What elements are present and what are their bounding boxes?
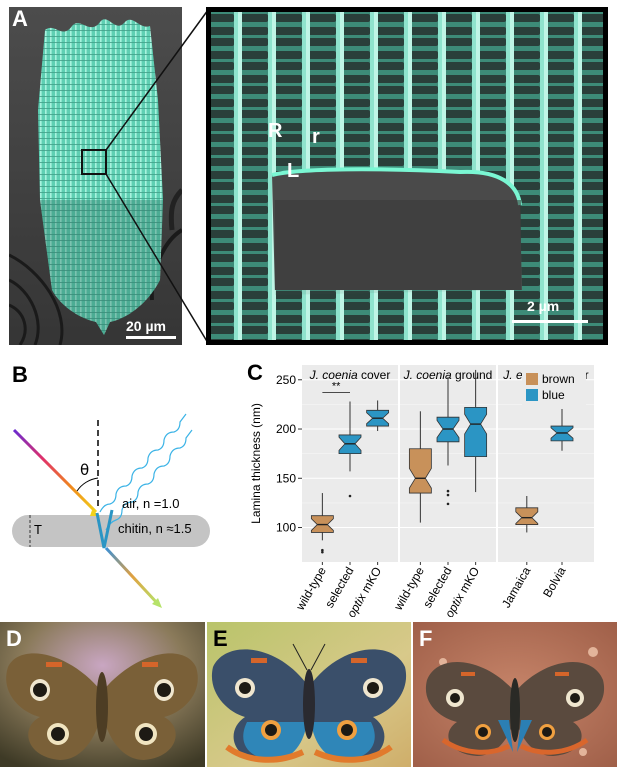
photo-buckeye-wildtype [0,622,205,767]
label-ridge-R: R [268,120,283,142]
transmitted-ray [104,546,160,606]
outlier-point [321,550,324,554]
thickness-label: T [34,522,42,537]
panel-letter-f: F [419,626,433,651]
panel-a: A 20 µm 2 µm R r L [0,0,617,350]
box-blue [464,406,488,458]
y-tick-label: 100 [276,521,296,535]
air-label: air, n =1.0 [122,496,180,511]
y-tick-label: 250 [276,373,296,387]
sem-whole-scale-image [9,7,182,345]
significance-label: ** [332,381,341,393]
zoom-line-top [105,9,209,151]
chitin-layer [12,515,210,547]
sem-zoom-image [206,7,608,345]
box-plot-chart: Lamina thickness (nm) 100 150 200 250 J. coen… [249,365,594,617]
wing-scale-shape [38,19,163,336]
outlier-point [321,548,324,552]
panel-e: E [207,622,411,767]
reflected-wave-2 [105,429,193,531]
outlier-point [446,493,450,497]
y-tick-label: 150 [276,471,296,485]
y-tick-label: 200 [276,422,296,436]
panel-b: B θ air, n =1.0 chitin, n ≈1.5 T [0,360,210,610]
zoom-region-box [81,149,107,175]
box-brown [515,507,539,525]
panel-letter-b: B [12,362,28,387]
x-tick-label: Bolvia [540,564,569,600]
panel-a-figure [9,7,608,345]
photo-buckeye-selected [207,622,411,767]
box-brown [408,448,432,494]
zoom-line-bottom [105,173,209,344]
scalebar-right-label: 2 µm [527,298,560,314]
panel-d: D [0,622,205,767]
panel-letter-e: E [213,626,228,651]
outlier-point [446,502,450,506]
scalebar-right [512,320,588,323]
legend-label-brown: brown [542,372,575,386]
scalebar-left [126,336,176,339]
angle-arc [76,477,99,492]
reflected-wave-1 [99,413,187,513]
photo-buckeye-evarete [413,622,617,767]
panel-b-diagram [12,413,210,608]
panel-letter-a: A [12,6,28,31]
y-axis-label: Lamina thickness (nm) [249,403,263,524]
refracted-path [95,509,114,549]
label-lamina-L: L [287,160,300,182]
legend-label-blue: blue [542,388,565,402]
theta-symbol: θ [80,461,90,479]
x-tick-label: Jamaica [499,564,534,610]
panel-letter-d: D [6,626,22,651]
x-tick-label: wild-type [391,564,427,613]
label-crossrib-r: r [312,126,320,148]
legend-swatch-brown [526,373,538,385]
panel-f: F [413,622,617,767]
legend-swatch-blue [526,389,538,401]
outlier-point [348,494,352,498]
x-tick-label: wild-type [293,564,329,613]
panel-letter-c: C [247,360,263,385]
facet-title: J. coenia ground [403,368,493,382]
chitin-label: chitin, n ≈1.5 [118,521,192,536]
facet-title: J. coenia cover [309,368,391,382]
incident-ray [12,428,98,514]
scalebar-left-label: 20 µm [126,318,166,334]
outlier-point [446,489,450,493]
